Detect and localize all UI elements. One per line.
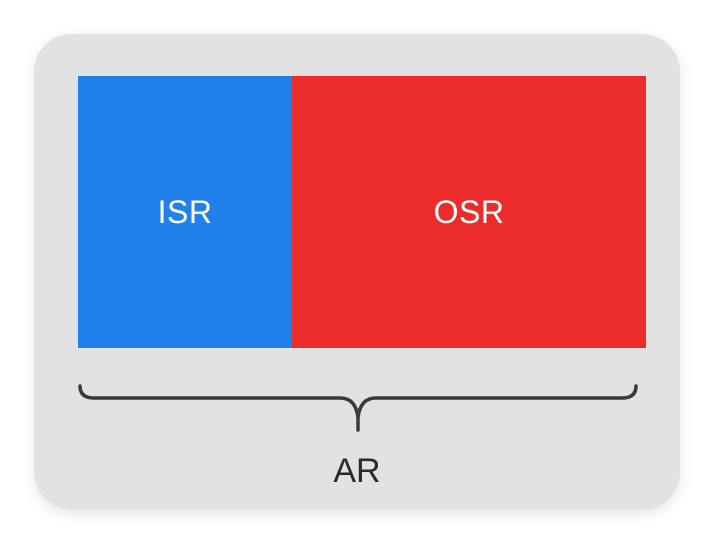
brace-label: AR	[333, 452, 381, 490]
isr-segment-label: ISR	[157, 193, 213, 230]
osr-segment: OSR	[292, 76, 646, 348]
curly-brace-icon	[78, 384, 638, 432]
isr-segment: ISR	[78, 76, 292, 348]
brace-path	[78, 384, 638, 432]
stacked-bar: ISR OSR	[78, 76, 646, 348]
osr-segment-label: OSR	[433, 193, 505, 230]
